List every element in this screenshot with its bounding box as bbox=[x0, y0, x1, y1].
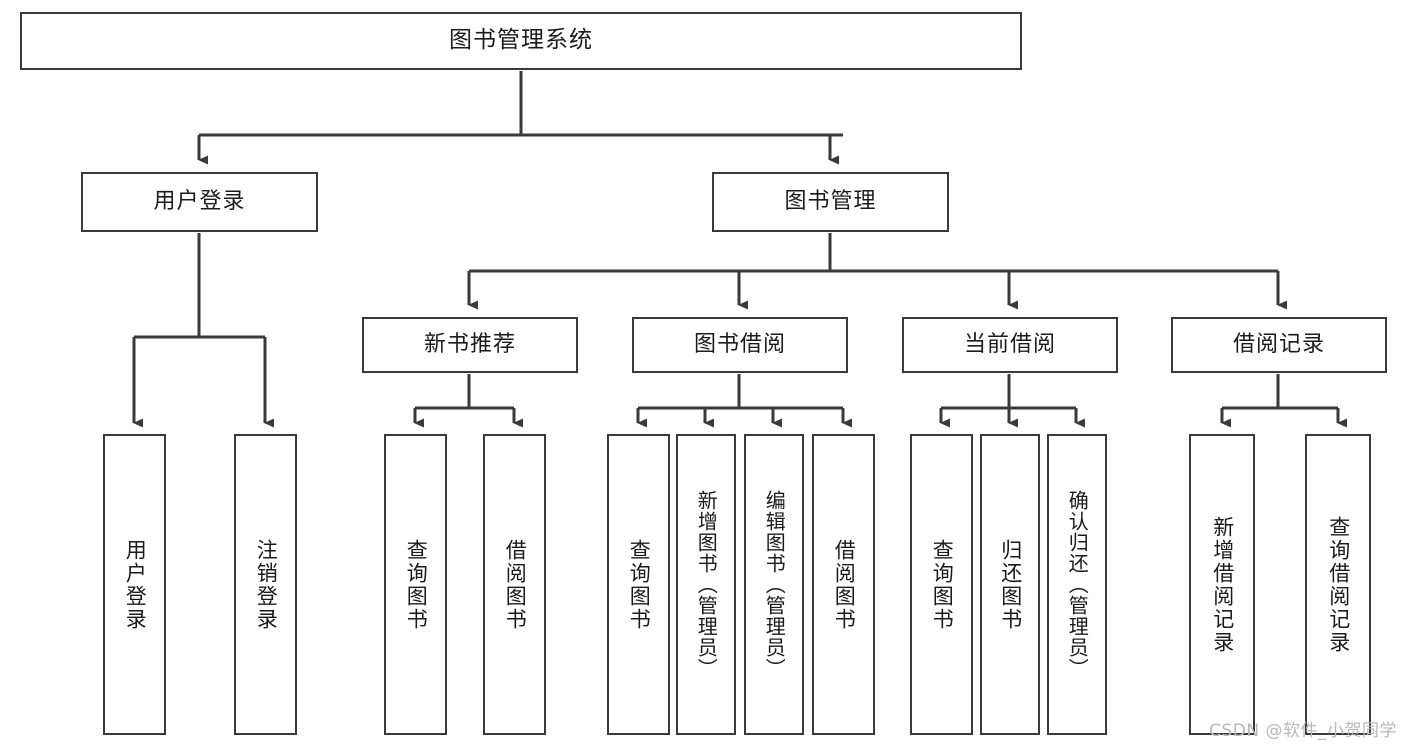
node-label: 图书管理系统 bbox=[449, 27, 593, 54]
leaf-book-borrow-add[interactable]: 新增图书（管理员） bbox=[676, 434, 736, 735]
node-label: 新书推荐 bbox=[423, 332, 516, 358]
leaf-current-borrow-return[interactable]: 归还图书 bbox=[980, 434, 1040, 735]
node-label: 新增图书（管理员） bbox=[694, 490, 719, 679]
node-label: 注销登录 bbox=[254, 538, 279, 631]
node-user-login[interactable]: 用户登录 bbox=[81, 172, 318, 232]
leaf-borrow-record-query[interactable]: 查询借阅记录 bbox=[1305, 434, 1371, 735]
node-current-borrow[interactable]: 当前借阅 bbox=[902, 317, 1118, 373]
node-new-book-recommend[interactable]: 新书推荐 bbox=[362, 317, 578, 373]
node-borrow-record[interactable]: 借阅记录 bbox=[1171, 317, 1387, 373]
watermark: CSDN @软件_小贺同学 bbox=[1209, 721, 1397, 741]
leaf-current-borrow-confirm-return[interactable]: 确认归还（管理员） bbox=[1047, 434, 1107, 735]
node-label: 查询图书 bbox=[627, 538, 652, 631]
node-label: 借阅图书 bbox=[832, 538, 857, 631]
node-root-system[interactable]: 图书管理系统 bbox=[20, 12, 1022, 70]
node-label: 查询借阅记录 bbox=[1326, 515, 1351, 654]
node-label: 查询图书 bbox=[404, 538, 429, 631]
node-label: 图书管理 bbox=[784, 189, 877, 215]
node-label: 查询图书 bbox=[930, 538, 955, 631]
leaf-user-login-logout[interactable]: 注销登录 bbox=[234, 434, 297, 735]
node-label: 当前借阅 bbox=[963, 332, 1056, 358]
node-book-management[interactable]: 图书管理 bbox=[712, 172, 949, 232]
node-label: 借阅记录 bbox=[1232, 332, 1325, 358]
node-book-borrow[interactable]: 图书借阅 bbox=[632, 317, 848, 373]
node-label: 新增借阅记录 bbox=[1210, 515, 1235, 654]
node-label: 确认归还（管理员） bbox=[1065, 490, 1090, 679]
leaf-book-borrow-edit[interactable]: 编辑图书（管理员） bbox=[744, 434, 804, 735]
node-label: 归还图书 bbox=[998, 538, 1023, 631]
node-label: 用户登录 bbox=[123, 538, 148, 631]
node-label: 用户登录 bbox=[153, 189, 246, 215]
leaf-borrow-record-add[interactable]: 新增借阅记录 bbox=[1189, 434, 1255, 735]
leaf-book-borrow-borrow[interactable]: 借阅图书 bbox=[812, 434, 875, 735]
leaf-new-book-borrow[interactable]: 借阅图书 bbox=[483, 434, 546, 735]
leaf-new-book-query[interactable]: 查询图书 bbox=[384, 434, 447, 735]
leaf-user-login-login[interactable]: 用户登录 bbox=[103, 434, 166, 735]
node-label: 编辑图书（管理员） bbox=[762, 490, 787, 679]
node-label: 图书借阅 bbox=[693, 332, 786, 358]
node-label: 借阅图书 bbox=[503, 538, 528, 631]
leaf-current-borrow-query[interactable]: 查询图书 bbox=[910, 434, 973, 735]
leaf-book-borrow-query[interactable]: 查询图书 bbox=[607, 434, 670, 735]
